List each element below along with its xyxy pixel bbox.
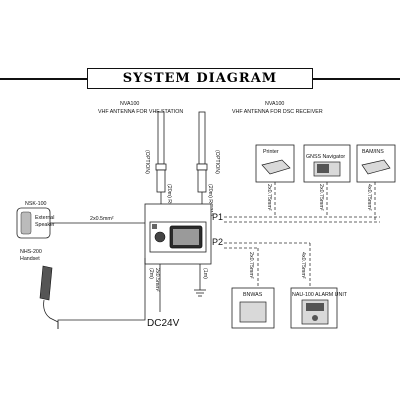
power-cable-length: (2m) [148,268,154,279]
bam-cable-label: 4x0.75mm² [366,184,372,211]
antenna-2-description: VHF ANTENNA FOR DSC RECEIVER [232,109,323,115]
ground-cable-length: (1m) [202,268,208,279]
speaker-label-1: External [35,215,54,221]
speaker-grille [20,211,32,235]
alarm-unit-cable-label: 4x0.75mm² [300,252,306,279]
antenna-1-option: (OPTION) [144,150,150,174]
antenna-2-option: (OPTION) [214,150,220,174]
bnwas-device: BNWAS [231,287,275,329]
alarm-unit-device: NAU-100 ALARM UNIT [290,287,348,329]
speaker-cable-label: 2x0.5mm² [90,216,114,222]
antenna-1-base [155,163,167,171]
diagram-title-text: SYSTEM DIAGRAM [122,71,278,86]
antenna-2-whip [198,111,206,165]
antenna-2-cable-label: (20m) RG213 [207,184,213,216]
title-rule-left [0,78,87,80]
gnss-label: GNSS Navigator [306,154,345,160]
power-cable-spec: 2x0.5mm² [154,268,160,292]
bnwas-body [239,301,267,323]
printer-body [261,159,291,175]
antenna-2-mount [197,169,207,193]
printer-label: Printer [263,149,279,155]
alarm-unit-label: NAU-100 ALARM UNIT [292,292,348,298]
bnwas-label: BNWAS [243,292,263,298]
port-p1: P1 [212,212,223,222]
handset-cable [57,258,146,329]
handset-model: NHS-200 [20,249,42,255]
antenna-1-model: NVA100 [120,101,139,107]
main-unit-knob [154,231,166,243]
antenna-2-model: NVA100 [265,101,284,107]
title-rule-right [313,78,400,80]
antenna-1-description: VHF ANTENNA FOR VHF STATION [98,109,183,115]
alarm-unit-screen [306,303,324,311]
bnwas-cable-label: 2x0.75mm² [248,252,254,279]
antenna-2 [196,111,208,193]
main-unit-screen [173,229,199,245]
bam-label: BAM/INS [362,149,384,155]
speaker-model: NSK-100 [25,201,47,207]
alarm-unit-knob [312,315,318,321]
diagram-title: SYSTEM DIAGRAM [87,68,313,89]
port-p2: P2 [212,237,223,247]
printer-device: Printer [255,144,295,183]
external-speaker: NSK-100 External Speaker [16,201,55,239]
bam-device: BAM/INS [356,144,396,183]
power-supply-label: DC24V [147,318,180,329]
main-unit-button [152,224,157,229]
handset-body [39,265,53,301]
antenna-1-whip [157,111,165,165]
bam-body [361,159,391,175]
main-radio-unit [144,203,212,265]
antenna-2-base [196,163,208,171]
gnss-screen [317,164,329,173]
antenna-1 [155,111,167,193]
handset-label: Handset [20,256,40,262]
handset-cord [43,299,59,329]
speaker-label-2: Speaker [35,222,55,228]
antenna-1-cable-label: (20m) RG213 [166,184,172,216]
handset: NHS-200 Handset [20,249,59,329]
printer-cable-label: 2x0.75mm² [266,184,272,211]
antenna-1-mount [156,169,166,193]
gnss-cable-label: 2x0.75mm² [318,184,324,211]
gnss-device: GNSS Navigator [303,144,351,183]
